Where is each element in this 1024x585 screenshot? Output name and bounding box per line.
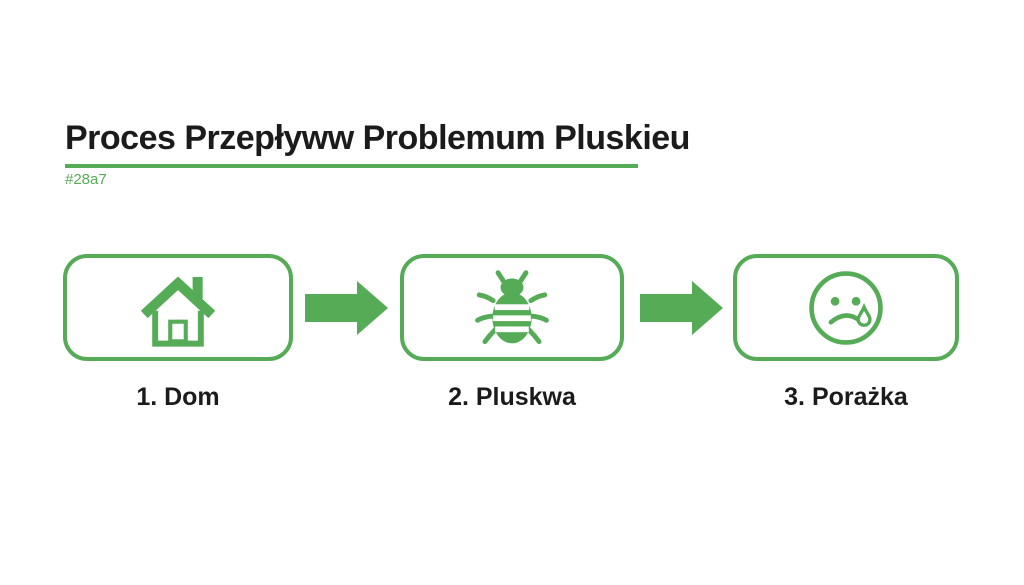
- tag-label: #28a7: [65, 171, 107, 188]
- step-box-porazka: [733, 254, 959, 361]
- step-box-dom: [63, 254, 293, 361]
- step-box-pluskwa: [400, 254, 624, 361]
- page-title: Proces Przepływw Problemum Pluskieu: [65, 119, 690, 157]
- bug-icon: [471, 267, 553, 349]
- sad-face-icon: [804, 266, 888, 350]
- step-label-dom: 1. Dom: [136, 383, 220, 411]
- arrow-right-icon: [640, 280, 724, 336]
- title-underline: [65, 164, 638, 168]
- house-icon: [134, 266, 222, 350]
- step-label-pluskwa: 2. Pluskwa: [448, 383, 576, 411]
- step-label-porazka: 3. Porażka: [784, 383, 908, 411]
- arrow-right-icon: [305, 280, 389, 336]
